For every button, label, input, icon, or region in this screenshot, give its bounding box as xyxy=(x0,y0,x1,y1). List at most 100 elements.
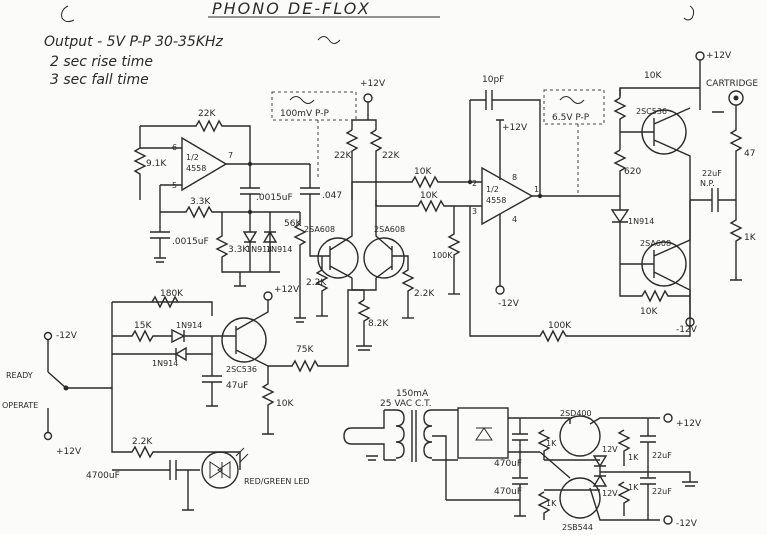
svg-text:10pF: 10pF xyxy=(482,75,504,85)
svg-text:3.3K: 3.3K xyxy=(228,245,249,255)
svg-text:8: 8 xyxy=(512,173,517,182)
svg-text:2SA608: 2SA608 xyxy=(374,225,405,234)
svg-text:+12V: +12V xyxy=(706,51,732,61)
svg-text:22K: 22K xyxy=(334,151,352,161)
svg-text:100mV P-P: 100mV P-P xyxy=(280,109,329,119)
svg-text:1N914: 1N914 xyxy=(152,359,178,368)
svg-text:15K: 15K xyxy=(134,321,152,331)
svg-text:+12V: +12V xyxy=(56,447,82,457)
amp-section: 1/2 4558 2 3 1 4 8 10pF +12V -12V 6.5V P… xyxy=(467,75,691,343)
opamp-oscillator xyxy=(181,136,228,192)
svg-text:10K: 10K xyxy=(644,71,662,81)
diode-d2 xyxy=(262,212,278,243)
svg-text:1: 1 xyxy=(534,185,539,194)
switch-ready-operate xyxy=(47,302,113,432)
svg-text:1K: 1K xyxy=(628,483,639,492)
svg-text:2SC536: 2SC536 xyxy=(636,107,667,116)
label-r22k-fb: 22K xyxy=(198,109,216,119)
svg-text:2SD400: 2SD400 xyxy=(560,409,592,418)
svg-text:470uF: 470uF xyxy=(494,459,522,469)
transformer xyxy=(395,409,405,459)
diode-d5 xyxy=(610,209,630,264)
svg-text:+12V: +12V xyxy=(676,419,702,429)
svg-text:+12V: +12V xyxy=(274,285,300,295)
svg-text:620: 620 xyxy=(624,167,641,177)
svg-text:22uF: 22uF xyxy=(652,451,672,460)
svg-text:RED/GREEN LED: RED/GREEN LED xyxy=(244,477,310,486)
connector-cartridge: CARTRIDGE xyxy=(706,79,758,89)
svg-text:6.5V P-P: 6.5V P-P xyxy=(552,113,590,123)
svg-text:4558: 4558 xyxy=(186,164,206,173)
test-point-mid: 100mV P-P xyxy=(271,91,357,180)
svg-text:56K: 56K xyxy=(284,219,302,229)
oscillator-section: 1/2 4558 6 5 7 22K 9.1K 3.3K .0015uF .00… xyxy=(133,109,342,323)
punch-hole-mark xyxy=(61,5,75,23)
svg-text:47uF: 47uF xyxy=(226,381,248,391)
power-supply: 150mA 25 VAC C.T. 470uF 470uF 2SD400 2SB… xyxy=(343,389,702,532)
svg-text:150mA: 150mA xyxy=(396,389,429,399)
note-fall: 3 sec fall time xyxy=(50,72,149,88)
svg-text:2SA608: 2SA608 xyxy=(304,225,335,234)
title: PHONO DE-FLOX xyxy=(212,0,371,18)
svg-text:1N914: 1N914 xyxy=(246,245,272,254)
note-output: Output - 5V P-P 30-35KHz xyxy=(44,34,224,50)
bridge-rectifier xyxy=(457,407,509,459)
diode-d1 xyxy=(242,212,258,244)
svg-text:180K: 180K xyxy=(160,289,184,299)
svg-text:2SB544: 2SB544 xyxy=(562,523,593,532)
svg-text:22uF: 22uF xyxy=(652,487,672,496)
svg-text:1N914: 1N914 xyxy=(176,321,202,330)
svg-text:22uF: 22uF xyxy=(702,169,722,178)
diode-d3 xyxy=(171,328,226,344)
svg-text:12V: 12V xyxy=(602,445,618,454)
zener-z1 xyxy=(592,455,608,468)
svg-text:1K: 1K xyxy=(628,453,639,462)
svg-text:10K: 10K xyxy=(414,167,432,177)
svg-text:7: 7 xyxy=(228,151,233,160)
svg-text:22K: 22K xyxy=(382,151,400,161)
svg-text:8.2K: 8.2K xyxy=(368,319,389,329)
svg-text:2SA608: 2SA608 xyxy=(640,239,671,248)
svg-text:25 VAC C.T.: 25 VAC C.T. xyxy=(380,399,431,409)
svg-text:OPERATE: OPERATE xyxy=(2,401,38,410)
svg-text:75K: 75K xyxy=(296,345,314,355)
ac-plug-icon xyxy=(343,427,362,445)
svg-text:2.2K: 2.2K xyxy=(132,437,153,447)
svg-text:4558: 4558 xyxy=(486,196,506,205)
timer-section: 180K 15K 1N914 1N914 2SC536 +12V 47uF 75… xyxy=(2,285,364,511)
svg-text:1K: 1K xyxy=(744,233,757,243)
svg-text:+12V: +12V xyxy=(360,79,386,89)
svg-text:READY: READY xyxy=(6,371,33,380)
svg-text:.0015uF: .0015uF xyxy=(172,237,209,247)
svg-text:.047: .047 xyxy=(322,191,342,201)
svg-text:2.2K: 2.2K xyxy=(306,278,327,288)
sine-wave-icon xyxy=(317,36,341,44)
svg-text:100K: 100K xyxy=(548,321,572,331)
header: PHONO DE-FLOX Output - 5V P-P 30-35KHz 2… xyxy=(44,0,695,88)
transistor-q-reg-top xyxy=(559,415,601,457)
test-point-out xyxy=(543,89,605,125)
label-r9-1k: 9.1K xyxy=(146,159,167,169)
led-red-green-icon xyxy=(201,451,239,489)
opamp-amp xyxy=(481,166,534,226)
svg-text:4: 4 xyxy=(512,215,517,224)
svg-text:4700uF: 4700uF xyxy=(86,471,120,481)
svg-text:3.3K: 3.3K xyxy=(190,197,211,207)
svg-text:2.2K: 2.2K xyxy=(414,289,435,299)
zener-z2 xyxy=(592,474,608,487)
svg-text:+12V: +12V xyxy=(502,123,528,133)
transistor-q-reg-bot xyxy=(559,477,601,519)
svg-text:1K: 1K xyxy=(546,499,557,508)
svg-text:47: 47 xyxy=(744,149,755,159)
svg-text:N.P.: N.P. xyxy=(700,179,715,188)
svg-text:10K: 10K xyxy=(276,399,294,409)
diff-pair: +12V 22K 22K 2SA608 2SA608 2.2K 8.2K 2.2… xyxy=(304,79,470,351)
svg-text:2SC536: 2SC536 xyxy=(226,365,257,374)
svg-text:-12V: -12V xyxy=(676,325,698,335)
note-rise: 2 sec rise time xyxy=(50,54,153,70)
transistor-q-diff2 xyxy=(363,237,405,279)
svg-text:.0015uF: .0015uF xyxy=(256,193,293,203)
svg-text:470uF: 470uF xyxy=(494,487,522,497)
